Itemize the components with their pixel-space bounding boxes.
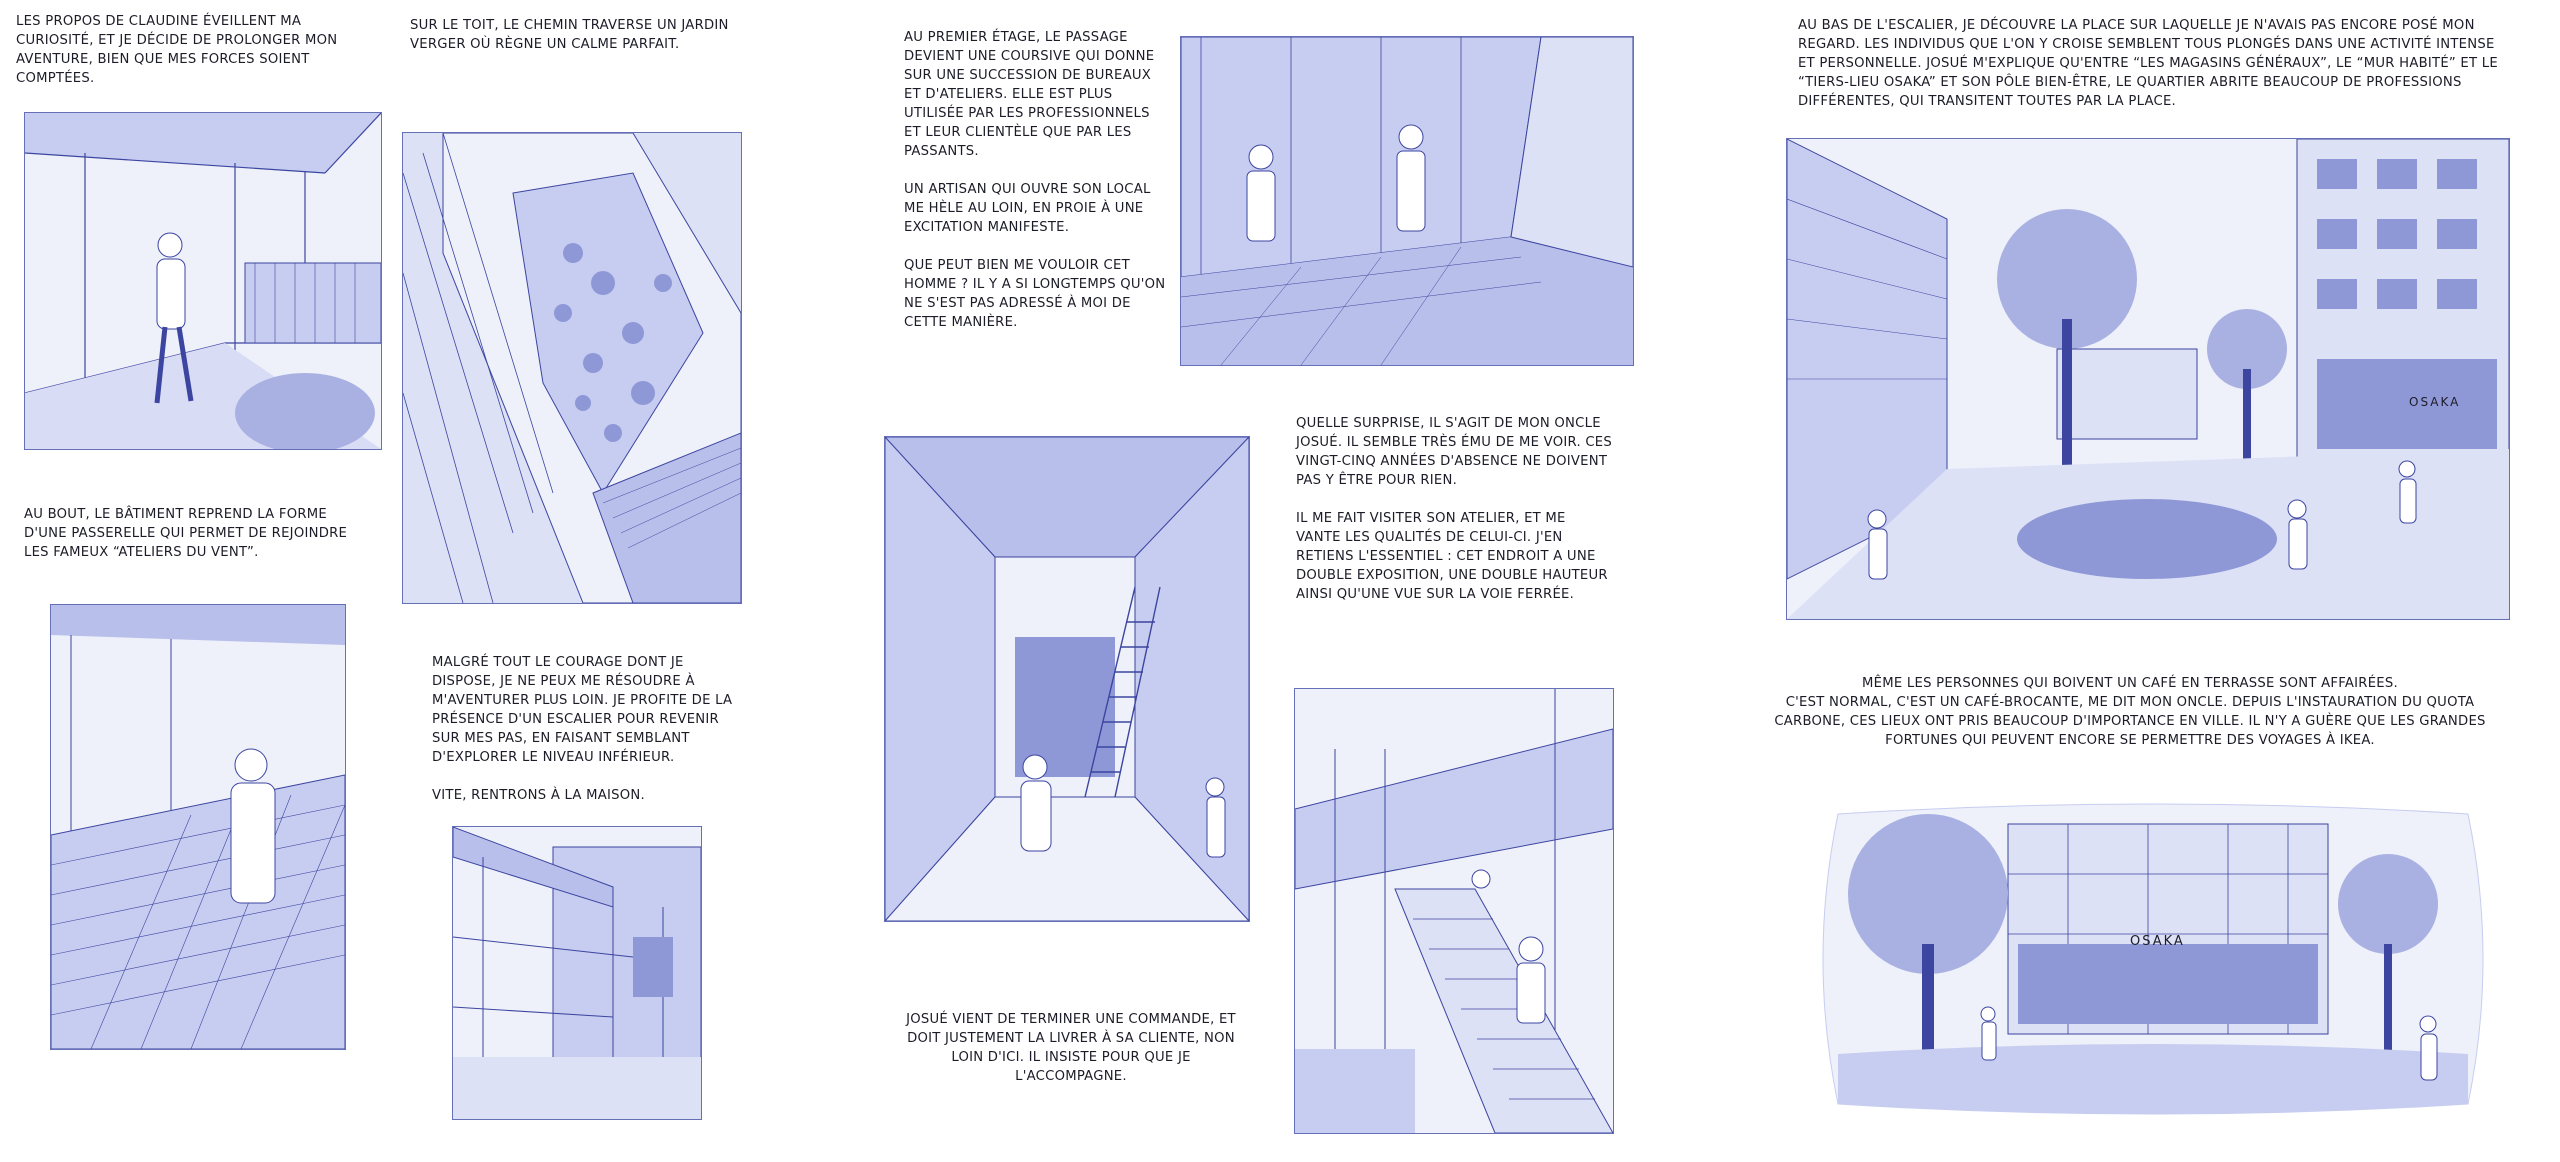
panel-uncle-balcony — [1180, 36, 1634, 366]
panel-walkway-figure — [24, 112, 382, 450]
caption-roof-garden: Sur le toit, le chemin traverse un jardi… — [410, 18, 729, 52]
panel-cafe-terrace: OSAKA — [1808, 794, 2498, 1124]
caption-square: Au bas de l'escalier, je découvre la pla… — [1798, 18, 2498, 109]
caption-cafe: Même les personnes qui boivent un café e… — [1774, 676, 2486, 748]
panel-exterior-stairs — [1294, 688, 1614, 1134]
caption-uncle-josue: Quelle surprise, il s'agit de mon oncle … — [1296, 416, 1612, 602]
sign-osaka-cafe: OSAKA — [2130, 934, 2185, 949]
caption-first-floor: Au premier étage, le passage devient une… — [904, 30, 1166, 330]
panel-rooftop-garden — [402, 132, 742, 604]
panel-passerelle — [50, 604, 346, 1050]
caption-passerelle: Au bout, le bâtiment reprend la forme d'… — [24, 507, 348, 560]
caption-delivery: Josué vient de terminer une commande, et… — [906, 1012, 1236, 1084]
caption-claudine: Les propos de Claudine éveillent ma curi… — [16, 14, 338, 86]
panel-atelier-interior — [884, 436, 1250, 922]
sign-osaka-square: OSAKA — [2409, 395, 2461, 409]
caption-staircase-back: Malgré tout le courage dont je dispose, … — [432, 655, 733, 803]
panel-town-square: OSAKA — [1786, 138, 2510, 620]
panel-staircase-view — [452, 826, 702, 1120]
